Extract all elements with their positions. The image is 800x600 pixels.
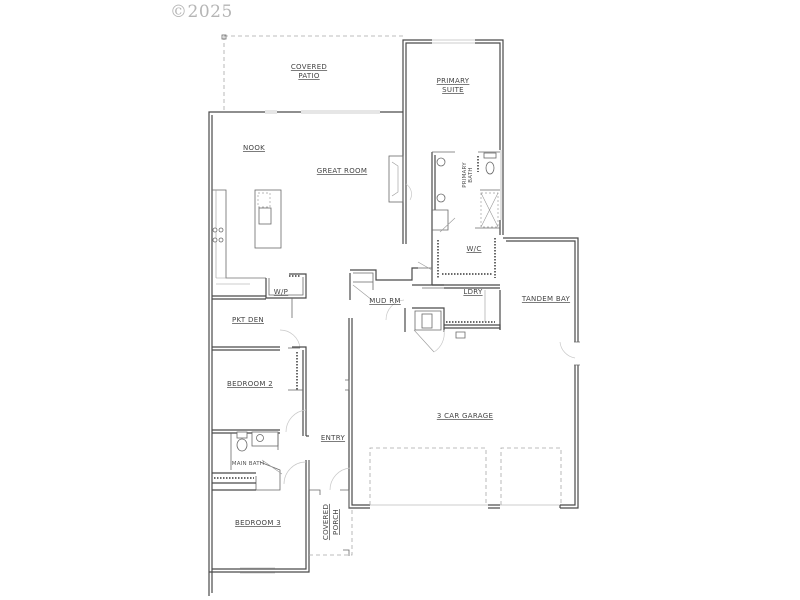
label-primary-suite-1: PRIMARY xyxy=(437,77,470,85)
label-primary-suite-2: SUITE xyxy=(442,86,464,94)
label-wip: W/P xyxy=(274,288,288,296)
main-bath-fixtures xyxy=(236,431,279,452)
label-wic: W/C xyxy=(466,245,481,253)
exterior-walls xyxy=(208,39,579,596)
label-covered-porch-2: PORCH xyxy=(332,509,340,535)
covered-patio-outline xyxy=(221,34,403,112)
label-tandem-bay: TANDEM BAY xyxy=(521,295,571,303)
label-bedroom-2: BEDROOM 2 xyxy=(227,380,273,388)
label-entry: ENTRY xyxy=(321,434,346,442)
label-covered-patio-2: PATIO xyxy=(298,72,320,80)
label-pkt-den: PKT DEN xyxy=(232,316,264,324)
label-mud-rm: MUD RM xyxy=(369,297,400,305)
label-main-bath: MAIN BATH xyxy=(232,461,264,467)
kitchen-island xyxy=(254,189,282,249)
garage-doors xyxy=(369,341,580,505)
label-great-room: GREAT ROOM xyxy=(317,167,367,175)
label-covered-patio-1: COVERED xyxy=(291,63,327,71)
copyright-watermark: ©2025 xyxy=(170,2,233,22)
label-primary-bath-2: BATH xyxy=(468,167,474,182)
label-nook: NOOK xyxy=(243,144,265,152)
primary-bath-fixtures xyxy=(436,152,497,203)
label-bedroom-3: BEDROOM 3 xyxy=(235,519,281,527)
label-primary-bath-1: PRIMARY xyxy=(462,162,468,188)
label-3-car-garage: 3 CAR GARAGE xyxy=(437,412,493,420)
room-labels: COVERED PATIO PRIMARY SUITE NOOK GREAT R… xyxy=(227,63,570,540)
range-icon xyxy=(212,227,224,243)
label-ldry: LDRY xyxy=(463,288,483,296)
label-covered-porch-1: COVERED xyxy=(322,504,330,540)
interior-walls xyxy=(209,151,501,574)
